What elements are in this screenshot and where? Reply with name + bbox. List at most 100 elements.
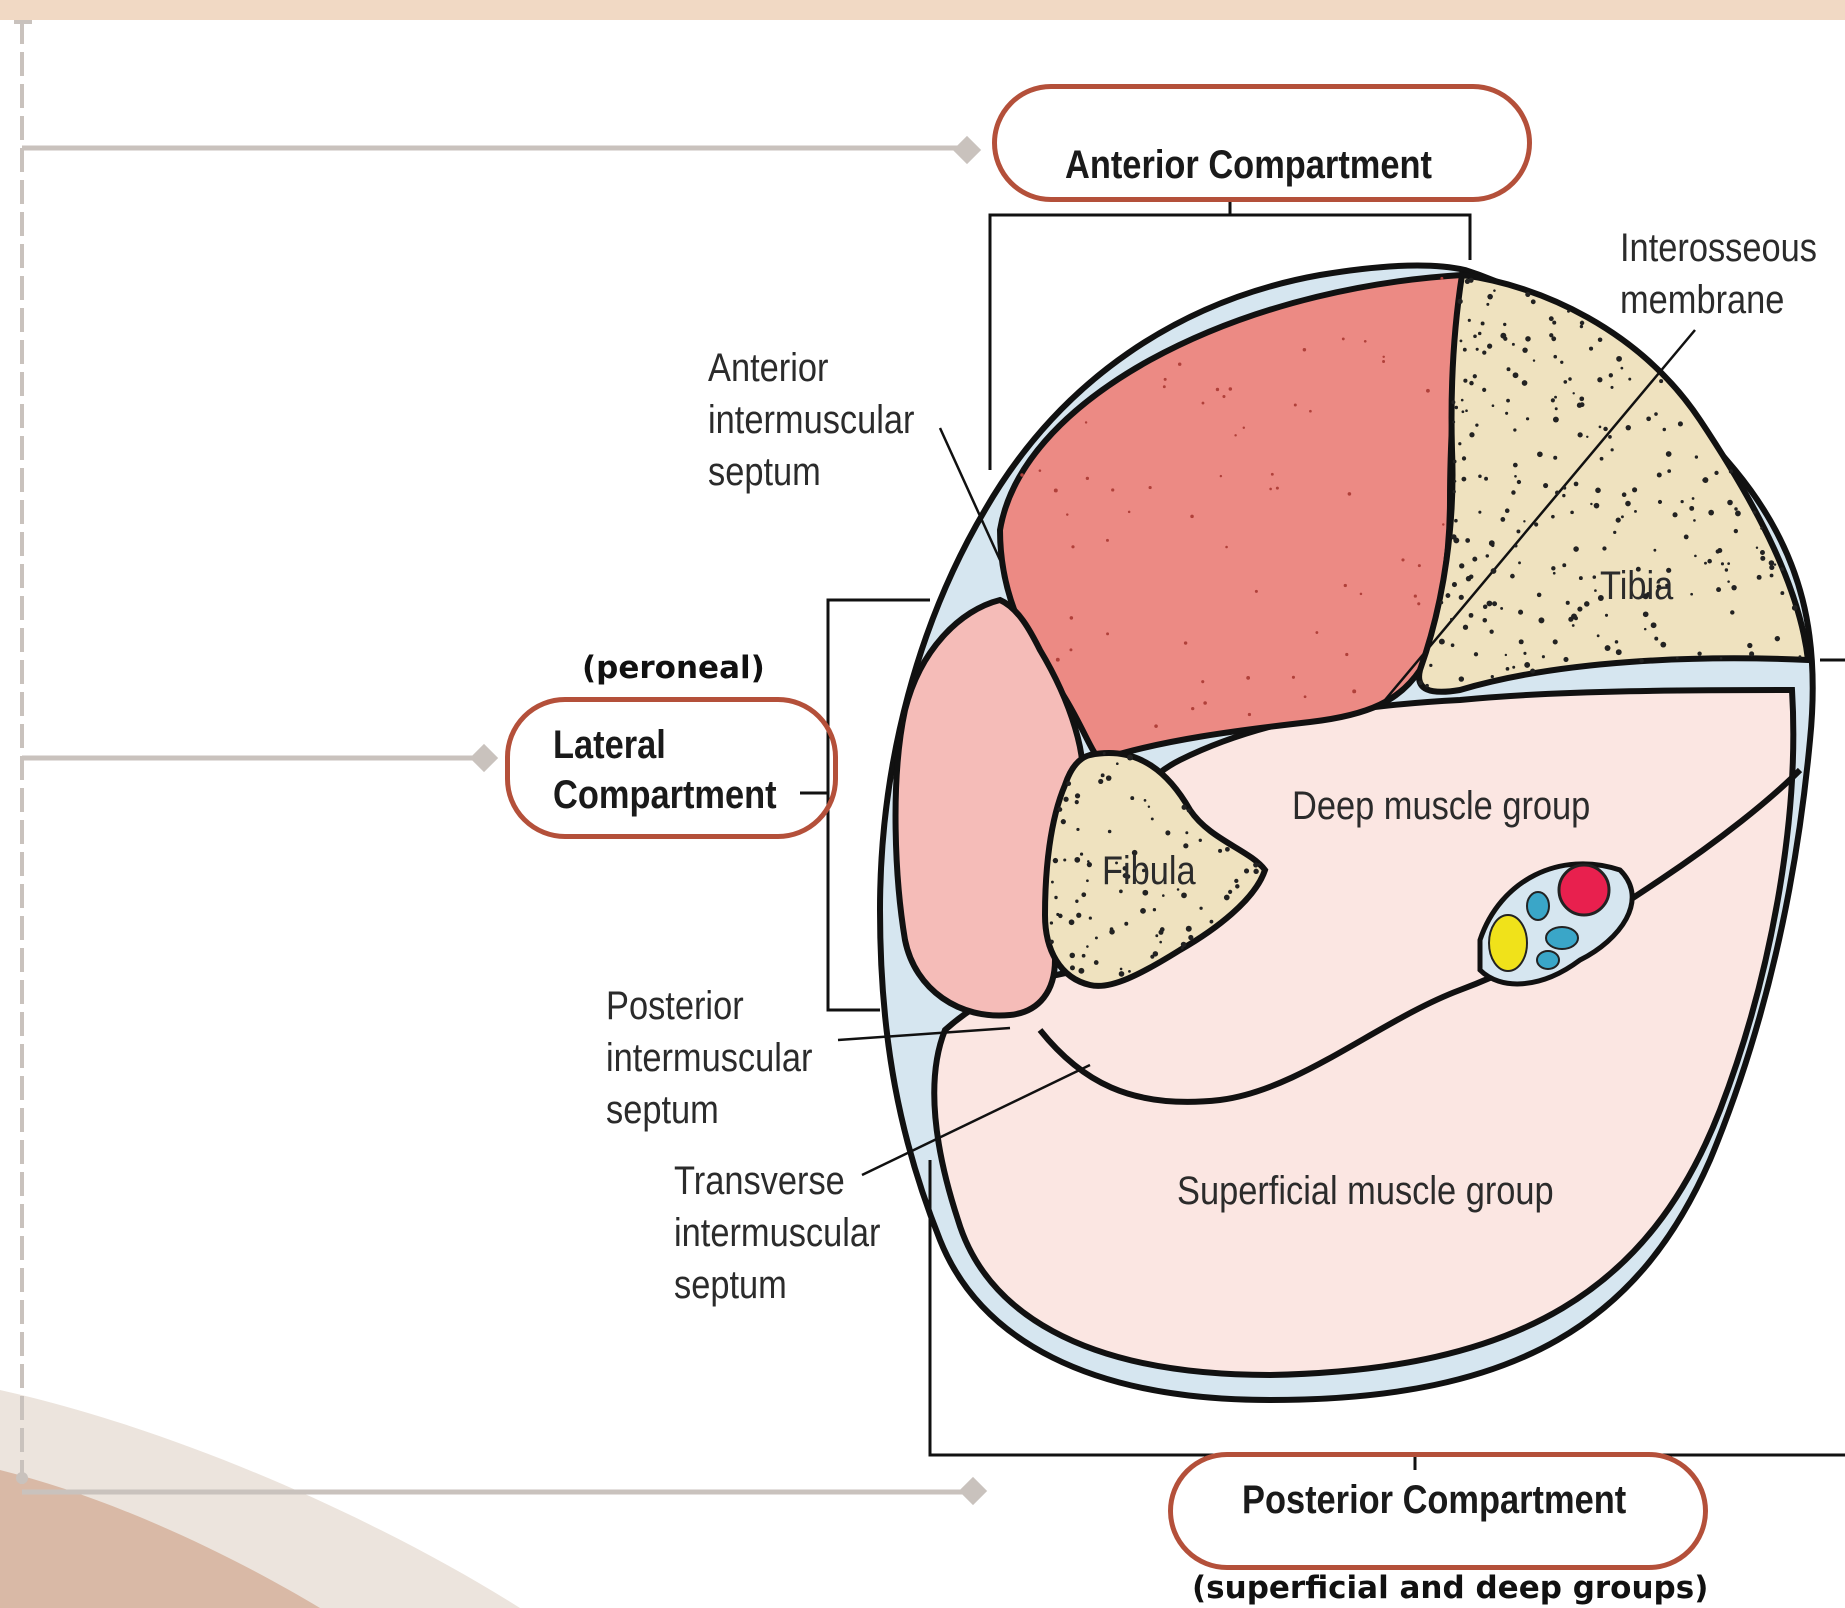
texture-dot (1165, 830, 1170, 835)
texture-dot (1690, 593, 1693, 596)
texture-dot (1780, 591, 1784, 595)
texture-dot (1210, 920, 1214, 924)
texture-dot (1720, 657, 1723, 660)
texture-dot (1513, 463, 1518, 468)
texture-dot (1792, 605, 1798, 611)
texture-dot (1462, 456, 1466, 460)
texture-dot (1693, 519, 1696, 522)
texture-dot (1054, 896, 1057, 899)
texture-dot (1081, 892, 1086, 897)
texture-dot (1151, 817, 1154, 820)
texture-dot (1597, 377, 1602, 382)
texture-dot (1482, 388, 1486, 392)
texture-dot (1246, 676, 1250, 680)
texture-dot (1707, 559, 1712, 564)
texture-dot (1566, 601, 1570, 605)
texture-dot (1666, 451, 1672, 457)
texture-dot (1465, 409, 1468, 412)
texture-dot (1446, 593, 1451, 598)
texture-dot (1070, 965, 1075, 970)
artery-icon (1559, 865, 1609, 915)
texture-dot (1753, 511, 1756, 514)
texture-dot (1465, 538, 1470, 543)
tibia-bone (1419, 275, 1808, 692)
texture-dot (1076, 913, 1081, 918)
texture-dot (1563, 486, 1566, 489)
texture-dot (1632, 487, 1637, 492)
texture-dot (1500, 517, 1505, 522)
texture-dot (1294, 403, 1297, 406)
texture-dot (1128, 511, 1131, 514)
texture-dot (1124, 922, 1128, 926)
anterior-septum-label: Anterior (708, 342, 828, 394)
texture-dot (1468, 319, 1471, 322)
texture-dot (1086, 879, 1089, 882)
posterior-compartment-label: Posterior Compartment (1242, 1475, 1626, 1525)
texture-dot (1181, 942, 1187, 948)
texture-dot (1191, 707, 1194, 710)
texture-dot (1473, 374, 1477, 378)
texture-dot (1580, 325, 1583, 328)
texture-dot (1220, 475, 1222, 477)
interosseous-membrane-label: Interosseous (1620, 222, 1817, 274)
texture-dot (1472, 557, 1477, 562)
texture-dot (1075, 900, 1078, 903)
texture-dot (1453, 490, 1456, 493)
texture-dot (1608, 435, 1612, 439)
texture-dot (1461, 477, 1466, 482)
texture-dot (1228, 890, 1232, 894)
texture-dot (1483, 605, 1487, 609)
posterior-compartment-note: (superficial and deep groups) (1192, 1570, 1708, 1606)
texture-dot (1051, 881, 1054, 884)
texture-dot (1560, 361, 1563, 364)
texture-dot (1487, 601, 1493, 607)
texture-dot (1595, 488, 1601, 494)
texture-dot (1087, 860, 1090, 863)
texture-dot (1551, 336, 1556, 341)
texture-dot (1572, 392, 1574, 394)
texture-dot (1020, 473, 1023, 476)
texture-dot (1144, 799, 1147, 802)
texture-dot (1626, 425, 1631, 430)
texture-dot (1620, 367, 1623, 370)
texture-dot (1101, 773, 1105, 777)
texture-dot (1469, 574, 1474, 579)
texture-dot (1473, 335, 1477, 339)
texture-dot (1681, 500, 1684, 503)
texture-dot (1503, 323, 1506, 326)
connector-posterior (22, 1477, 987, 1505)
texture-dot (1775, 636, 1780, 641)
texture-dot (1382, 356, 1384, 358)
texture-dot (1066, 513, 1068, 515)
texture-dot (1086, 945, 1089, 948)
texture-dot (1590, 503, 1592, 505)
texture-dot (1543, 483, 1548, 488)
texture-dot (1119, 971, 1125, 977)
texture-dot (1484, 477, 1488, 481)
texture-dot (1182, 805, 1187, 810)
texture-dot (1730, 610, 1734, 614)
texture-dot (1454, 480, 1457, 483)
texture-dot (1640, 659, 1644, 663)
texture-dot (1572, 624, 1575, 627)
texture-dot (1269, 488, 1272, 491)
texture-dot (1159, 941, 1162, 944)
texture-dot (1418, 564, 1421, 567)
texture-dot (1463, 348, 1467, 352)
interosseous-membrane-label-2: membrane (1620, 274, 1784, 326)
texture-dot (1634, 510, 1637, 513)
texture-dot (1348, 492, 1352, 496)
texture-dot (1070, 953, 1075, 958)
texture-dot (1616, 649, 1622, 655)
texture-dot (1202, 402, 1205, 405)
texture-dot (1551, 566, 1555, 570)
texture-dot (1185, 831, 1188, 834)
texture-dot (1082, 954, 1086, 958)
texture-dot (1069, 648, 1072, 651)
texture-dot (1704, 562, 1707, 565)
texture-dot (1542, 655, 1545, 658)
texture-dot (1716, 587, 1721, 592)
texture-dot (1611, 448, 1614, 451)
texture-dot (1616, 356, 1622, 362)
texture-dot (1058, 807, 1063, 812)
